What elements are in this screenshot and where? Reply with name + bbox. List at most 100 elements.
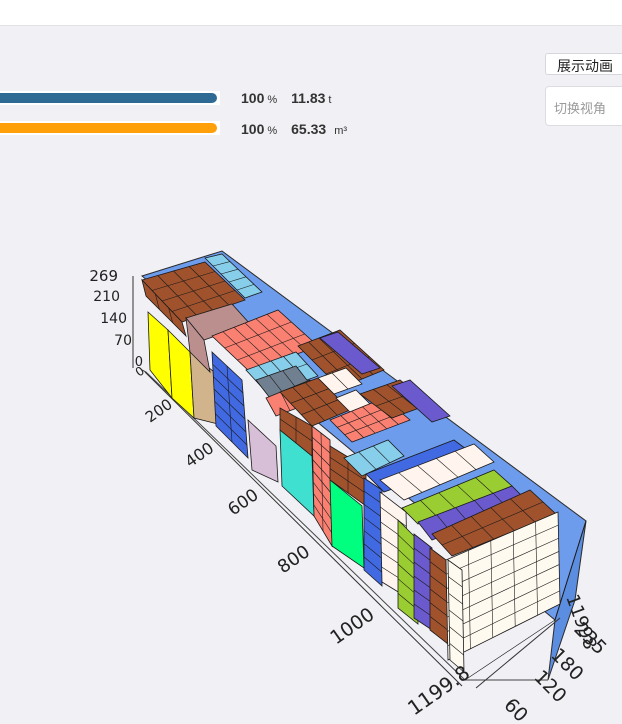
- top-bar: [0, 0, 622, 26]
- box-edge: [490, 540, 494, 638]
- box-edge: [413, 561, 433, 576]
- box-edge: [312, 459, 331, 480]
- box-edge: [448, 609, 464, 622]
- container-floor-edge: [141, 369, 548, 681]
- cargo-box-royal-2: [363, 477, 383, 587]
- box-edge: [363, 490, 383, 504]
- box-edge: [313, 504, 333, 533]
- box-edge: [212, 364, 244, 394]
- box-edge: [417, 465, 441, 486]
- box-edge: [438, 492, 456, 510]
- cargo-box-rosy-front: [185, 316, 211, 374]
- box-edge: [362, 406, 388, 430]
- box-edge: [222, 331, 262, 368]
- height-axis: 269 210 140 70 0: [89, 267, 143, 370]
- cargo-box-sky-top: [204, 253, 263, 299]
- length-tick: 200: [142, 395, 176, 426]
- volume-value: 65.33: [291, 121, 327, 137]
- box-edge: [429, 561, 447, 575]
- box-edge: [255, 318, 296, 355]
- weight-progress-fill: [0, 93, 217, 103]
- box-edge: [535, 521, 538, 616]
- length-tick: 400: [181, 438, 217, 471]
- volume-progress-fill: [0, 123, 217, 133]
- height-tick: 210: [93, 289, 120, 305]
- length-tick: 800: [274, 541, 314, 578]
- box-edge: [212, 261, 231, 267]
- weight-unit: t: [328, 94, 332, 106]
- box-edge: [449, 643, 464, 656]
- box-edge: [213, 388, 246, 420]
- box-edge: [456, 484, 475, 502]
- box-edge: [168, 307, 173, 323]
- cargo-box-thistle: [247, 419, 279, 483]
- box-edge: [363, 530, 383, 546]
- box-edge: [237, 333, 305, 361]
- box-edge: [447, 590, 560, 646]
- box-edge: [429, 575, 447, 589]
- box-edge: [413, 603, 433, 617]
- box-edge: [305, 382, 338, 416]
- length-axis-line: [144, 371, 463, 687]
- box-edge: [340, 415, 364, 438]
- box-edge: [398, 472, 423, 493]
- switch-view-select[interactable]: 切换视角: [545, 86, 622, 126]
- cargo-blocks: [141, 253, 587, 681]
- box-edge: [280, 391, 291, 411]
- box-edge: [292, 387, 325, 421]
- height-tick: 70: [114, 333, 132, 349]
- box-edge: [447, 564, 560, 618]
- cargo-box-linen-top: [379, 443, 495, 501]
- box-edge: [363, 517, 383, 532]
- box-edge: [233, 327, 273, 364]
- box-edge: [429, 602, 448, 617]
- box-edge: [413, 589, 433, 603]
- box-edge: [155, 293, 160, 310]
- box-edge: [448, 593, 463, 605]
- box-edge: [512, 531, 516, 627]
- weight-value: 11.83: [291, 90, 326, 106]
- volume-percent-unit: %: [267, 125, 278, 137]
- box-edge: [413, 547, 433, 562]
- box-edge: [446, 538, 559, 589]
- box-edge: [358, 451, 377, 470]
- box-edge: [455, 450, 477, 470]
- box-edge: [244, 322, 285, 360]
- box-edge: [282, 370, 297, 389]
- box-edge: [215, 413, 248, 446]
- weight-percent: 100: [241, 90, 265, 106]
- box-edge: [373, 445, 391, 463]
- box-edge: [331, 372, 349, 390]
- box-edge: [363, 556, 383, 573]
- box-edge: [554, 520, 587, 621]
- box-edge: [313, 482, 332, 507]
- length-tick: 600: [224, 485, 262, 520]
- show-animation-button[interactable]: 展示动画: [545, 53, 622, 75]
- box-edge: [236, 284, 255, 291]
- box-edge: [151, 271, 216, 291]
- box-edge: [224, 321, 292, 349]
- weight-stat: 100 % 11.83 t: [241, 90, 331, 106]
- box-edge: [312, 448, 331, 467]
- box-edge: [301, 399, 340, 415]
- box-edge: [312, 437, 331, 454]
- box-edge: [436, 458, 459, 478]
- weight-percent-unit: %: [267, 94, 278, 106]
- length-tick: 1199.8: [403, 660, 474, 720]
- volume-percent: 100: [241, 121, 265, 137]
- box-edge: [228, 276, 247, 283]
- box-edge: [363, 543, 383, 559]
- box-edge: [213, 376, 245, 407]
- box-edge: [318, 337, 363, 380]
- box-edge: [447, 577, 560, 632]
- weight-progress-track: [0, 91, 220, 105]
- box-edge: [468, 550, 471, 649]
- cargo-box-white-side: [447, 559, 465, 673]
- box-edge: [269, 375, 284, 394]
- box-edge: [449, 626, 464, 639]
- box-edge: [441, 501, 544, 546]
- box-edge: [429, 616, 448, 631]
- box-edge: [397, 534, 417, 553]
- box-edge: [464, 619, 556, 681]
